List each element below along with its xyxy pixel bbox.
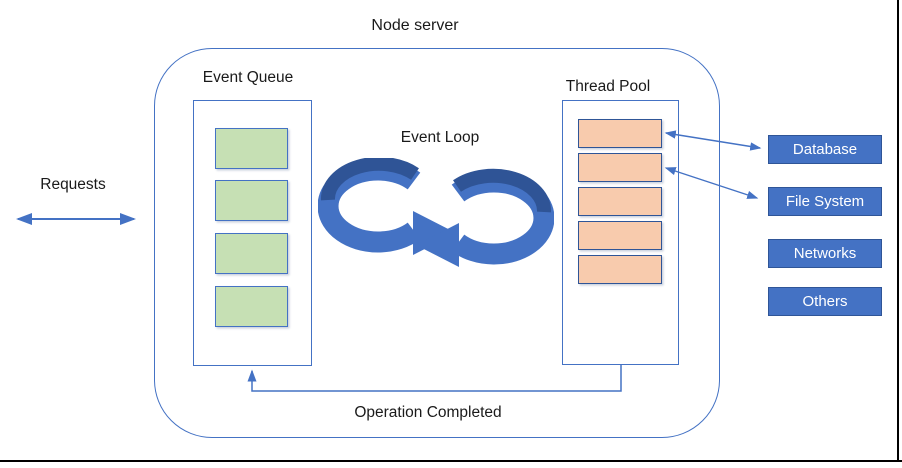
operation-completed-label: Operation Completed	[354, 404, 502, 421]
thread-item	[578, 153, 662, 182]
resource-label-database: Database	[768, 135, 882, 164]
thread-item	[578, 255, 662, 284]
event-queue-label: Event Queue	[202, 69, 294, 86]
thread-item	[578, 119, 662, 148]
event-queue-box	[193, 100, 312, 366]
resource-label-file-system: File System	[768, 187, 882, 216]
thread-item	[578, 221, 662, 250]
thread-item	[578, 187, 662, 216]
loop-arrow-right-icon	[416, 168, 554, 267]
resource-label-others: Others	[768, 287, 882, 316]
thread-pool-box	[562, 100, 679, 365]
screenshot-right-border	[897, 0, 899, 462]
event-loop-icon	[318, 158, 554, 267]
queue-item	[215, 233, 288, 274]
queue-item	[215, 128, 288, 169]
thread-pool-label: Thread Pool	[565, 78, 651, 95]
node-server-container	[154, 48, 720, 438]
node-server-title: Node server	[371, 17, 459, 34]
resource-label-networks: Networks	[768, 239, 882, 268]
screenshot-bottom-border	[0, 460, 902, 462]
event-loop-label: Event Loop	[400, 129, 480, 146]
queue-item	[215, 286, 288, 327]
queue-item	[215, 180, 288, 221]
requests-label: Requests	[40, 176, 106, 193]
